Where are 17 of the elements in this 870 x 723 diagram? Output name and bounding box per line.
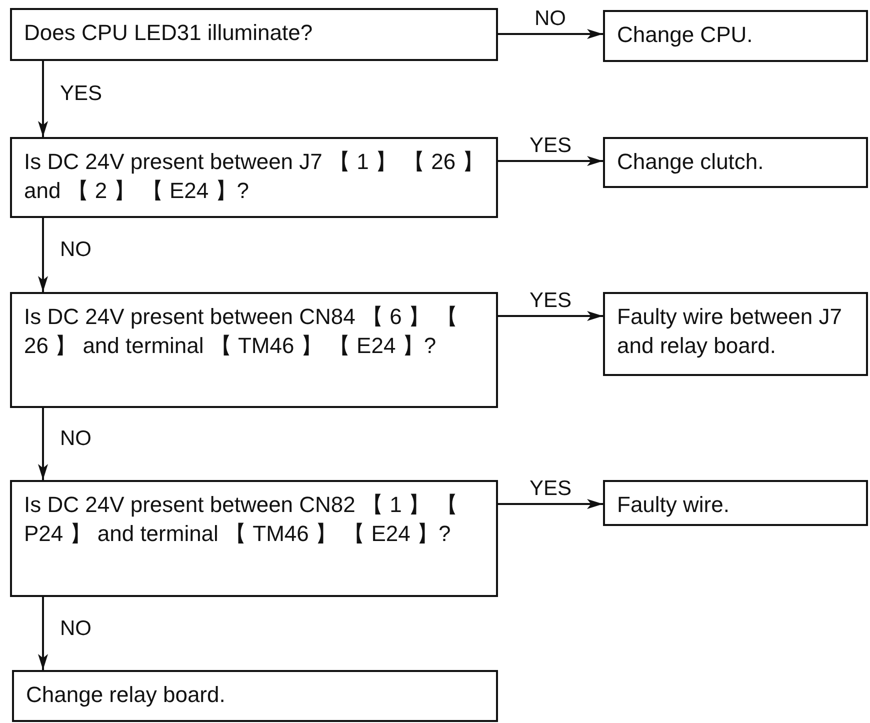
process-box: Is DC 24V present between CN82 【 1 】 【 P24 】 and terminal 【 TM46 】 【 E24 】? [10, 480, 498, 597]
process-box: Is DC 24V present between J7 【 1 】 【 26 】 and 【 2 】 【 E24 】? [10, 137, 498, 218]
arrow [498, 311, 603, 321]
arrow [38, 597, 48, 670]
process-box: Faulty wire. [603, 480, 868, 526]
arrow [498, 29, 603, 39]
process-box: Faulty wire between J7 and relay board. [603, 292, 868, 376]
process-box: Change CPU. [603, 10, 868, 62]
arrow [38, 408, 48, 480]
process-box: Does CPU LED31 illuminate? [10, 8, 498, 61]
process-box: Is DC 24V present between CN84 【 6 】 【 26 】 and terminal 【 TM46 】 【 E24 】? [10, 292, 498, 408]
process-box: Change relay board. [12, 670, 498, 722]
arrow [38, 61, 48, 137]
process-box: Change clutch. [603, 137, 868, 188]
arrow [498, 156, 603, 166]
arrow [38, 218, 48, 292]
arrow [498, 499, 603, 509]
